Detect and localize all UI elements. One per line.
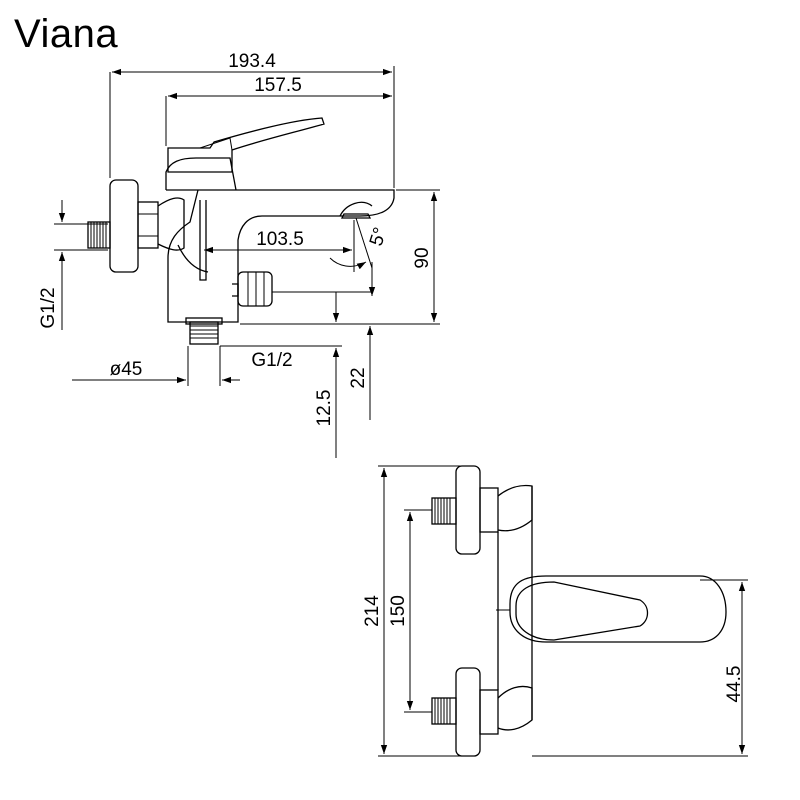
dim-body-length: 157.5 bbox=[254, 75, 302, 96]
dim-spout-reach: 103.5 bbox=[256, 229, 304, 250]
dim-inlet-spacing: 150 bbox=[388, 595, 409, 627]
dim-overall-length: 193.4 bbox=[228, 51, 276, 72]
shower-outlet-thread bbox=[189, 321, 219, 345]
mixer-body bbox=[166, 189, 395, 323]
dim-spout-height: 44.5 bbox=[724, 666, 745, 703]
diverter-knob bbox=[237, 271, 273, 307]
side-view: 193.4 157.5 103.5 5° 90 G1/2 ø45 bbox=[38, 51, 440, 458]
dim-diverter-diameter: ø45 bbox=[110, 359, 143, 380]
body-inner-line bbox=[199, 200, 207, 281]
lower-wall-flange bbox=[455, 667, 481, 757]
dim-outlet-thread: G1/2 bbox=[251, 350, 292, 371]
wall-flange bbox=[109, 179, 139, 273]
connector-nut bbox=[137, 201, 159, 249]
lower-nut bbox=[479, 689, 499, 735]
mixer-lever bbox=[167, 117, 325, 173]
front-view: 214 150 44.5 bbox=[362, 465, 748, 757]
upper-wall-flange bbox=[455, 465, 481, 555]
cartridge-housing bbox=[165, 157, 237, 191]
dim-offset-small: 12.5 bbox=[314, 390, 335, 427]
dim-inlet-thread: G1/2 bbox=[38, 287, 59, 328]
inlet-thread bbox=[87, 221, 111, 249]
spout-top-view bbox=[509, 575, 727, 643]
dim-overall-width: 214 bbox=[362, 595, 383, 627]
product-title: Viana bbox=[14, 12, 119, 56]
spout-outlet bbox=[339, 201, 373, 217]
dim-height: 90 bbox=[412, 247, 433, 268]
eccentric-connector bbox=[157, 197, 185, 251]
upper-nut bbox=[479, 487, 499, 533]
dim-spout-angle: 5° bbox=[366, 225, 392, 249]
dim-offset-outlet: 22 bbox=[348, 367, 369, 388]
